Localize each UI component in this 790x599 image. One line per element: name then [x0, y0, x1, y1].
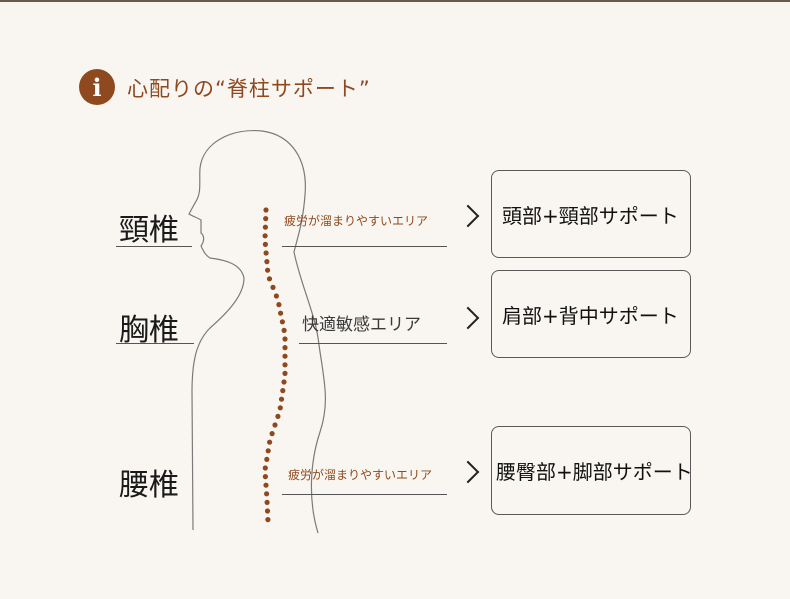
spine-dot: [264, 491, 270, 497]
body-outline-front: [199, 130, 327, 534]
cervical-note-line: [282, 246, 447, 247]
support-shoulder-back-label: 肩部+背中サポート: [502, 303, 679, 328]
thoracic-note: 快適敏感エリア: [302, 315, 421, 335]
spine-dot: [264, 456, 270, 462]
spine-dot: [280, 388, 286, 394]
support-hip-leg-label: 腰臀部+脚部サポート: [496, 460, 693, 484]
spine-dot: [278, 396, 285, 402]
spine-dot: [281, 327, 287, 333]
spine-dot: [264, 508, 271, 514]
cervical-note: 疲労が溜まりやすいエリア: [284, 214, 429, 228]
spine-dot: [265, 517, 271, 523]
spine-dot: [282, 345, 288, 351]
thoracic-note-line: [299, 343, 447, 344]
spine-dot: [262, 224, 268, 230]
top-border: [0, 0, 790, 2]
spine-dot: [281, 379, 287, 385]
spine-dot: [262, 233, 268, 239]
spine-dot: [267, 439, 273, 445]
spine-dot: [278, 310, 284, 316]
spine-dot: [269, 431, 275, 437]
spine-dot: [277, 405, 283, 411]
spine-dot: [270, 284, 276, 290]
spine-dot: [279, 319, 285, 325]
region-thoracic-label: 胸椎: [119, 313, 179, 348]
spine-dot: [272, 422, 278, 428]
info-icon: i: [79, 69, 115, 105]
spine-dot: [262, 465, 268, 471]
support-head-neck-label: 頭部+頸部サポート: [502, 203, 679, 228]
region-cervical-label: 頸椎: [119, 213, 179, 248]
lumbar-note: 疲労が溜まりやすいエリア: [288, 468, 433, 482]
spine-dot: [273, 293, 279, 299]
spine-dot: [263, 250, 269, 256]
lumbar-note-line: [282, 494, 447, 495]
support-box-shoulder-back: 肩部+背中サポート: [491, 270, 691, 358]
spine-dot: [263, 216, 269, 222]
spine-dot: [263, 207, 269, 213]
spine-dot: [265, 267, 271, 273]
support-box-hip-leg: 腰臀部+脚部サポート: [491, 426, 693, 515]
spine-dot: [275, 413, 281, 419]
body-outline-back: [188, 167, 245, 531]
spine-dot: [264, 259, 270, 265]
spine-dot: [262, 474, 268, 480]
region-lumbar-label: 腰椎: [119, 468, 179, 503]
page-title: 心配りの“脊柱サポート”: [127, 77, 371, 101]
spine-dot: [282, 370, 288, 376]
spine-dot: [282, 336, 288, 342]
support-box-head-neck: 頭部+頸部サポート: [491, 170, 691, 258]
spine-dot: [263, 482, 269, 488]
spine-dot: [276, 302, 282, 308]
spine-dot: [266, 276, 273, 282]
spine-dot: [282, 362, 288, 368]
spine-dot: [282, 353, 288, 359]
spine-dot: [262, 241, 268, 247]
region-thoracic-underline: [116, 343, 194, 344]
spine-dots: [262, 207, 288, 523]
spine-dot: [265, 448, 271, 454]
spine-dot: [264, 499, 270, 505]
region-cervical-underline: [116, 246, 192, 247]
